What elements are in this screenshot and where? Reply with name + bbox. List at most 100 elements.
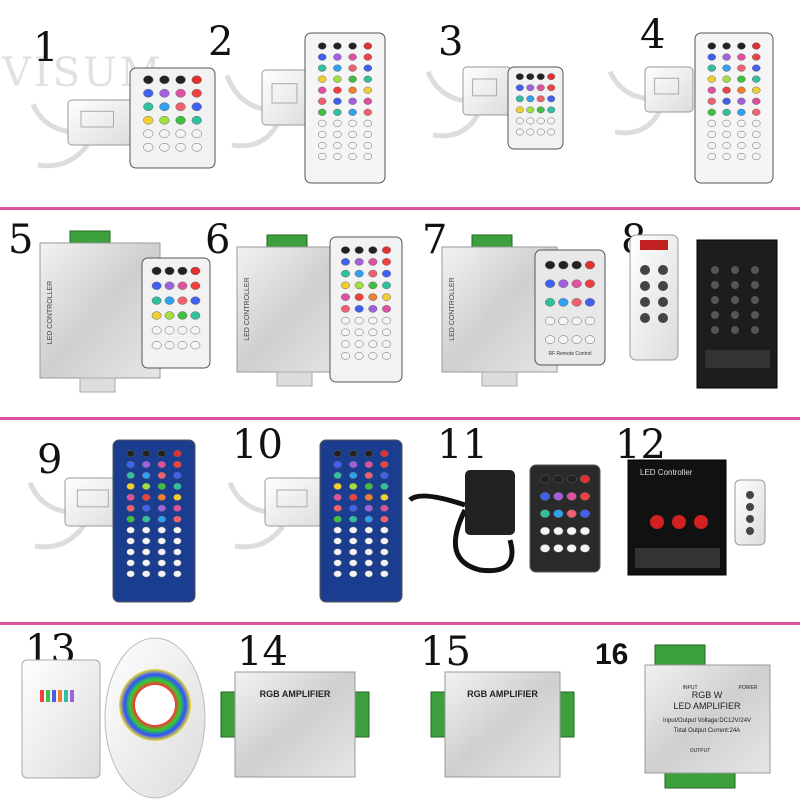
remote-key bbox=[157, 559, 166, 567]
remote-key bbox=[341, 316, 350, 325]
remote-key bbox=[707, 141, 716, 149]
remote-key bbox=[349, 450, 358, 458]
remote-body bbox=[329, 236, 403, 383]
remote-key bbox=[540, 474, 551, 484]
remote-key bbox=[380, 515, 389, 523]
remote-key bbox=[333, 75, 342, 83]
remote-key bbox=[333, 86, 342, 94]
remote-key bbox=[545, 316, 556, 326]
remote-key bbox=[382, 246, 391, 254]
remote-key bbox=[553, 509, 564, 518]
remote-key bbox=[348, 53, 357, 61]
remote-key bbox=[363, 42, 373, 50]
remote-key bbox=[363, 119, 373, 127]
remote-key bbox=[142, 471, 151, 479]
controller-key bbox=[731, 326, 739, 334]
rf-remote bbox=[534, 249, 606, 366]
product-label: RF Remote Control bbox=[548, 351, 591, 357]
remote-key bbox=[333, 526, 342, 534]
remote-key bbox=[143, 142, 154, 152]
terminal-block bbox=[635, 548, 720, 568]
product-label: INPUT bbox=[683, 685, 698, 691]
controller-sticker bbox=[80, 110, 114, 128]
remote-key bbox=[380, 559, 389, 567]
remote-body bbox=[129, 67, 216, 169]
remote-key bbox=[142, 450, 151, 458]
remote-key bbox=[143, 88, 154, 98]
remote-key bbox=[722, 119, 731, 127]
remote-key bbox=[143, 102, 154, 112]
remote-key bbox=[364, 450, 373, 458]
remote-key bbox=[175, 88, 186, 98]
controller-key bbox=[751, 311, 759, 319]
remote-key bbox=[526, 106, 535, 114]
remote-key bbox=[363, 108, 373, 116]
status-led bbox=[46, 690, 50, 702]
remote-key bbox=[515, 128, 524, 136]
remote-key bbox=[354, 246, 364, 254]
controller-wire bbox=[231, 123, 280, 149]
remote-key bbox=[157, 471, 166, 479]
remote-key bbox=[177, 341, 188, 350]
remote-key bbox=[579, 492, 590, 501]
remote-key bbox=[584, 335, 595, 344]
item-number: 10 bbox=[232, 422, 283, 468]
remote-key bbox=[157, 537, 166, 545]
product-label: LED AMPLIFIER bbox=[673, 701, 741, 711]
remote-key bbox=[142, 515, 151, 523]
remote-key bbox=[584, 298, 595, 307]
remote-key bbox=[349, 526, 358, 534]
remote-key bbox=[707, 97, 716, 105]
remote-key bbox=[317, 86, 327, 94]
remote-key bbox=[380, 548, 389, 556]
remote-key bbox=[173, 526, 182, 534]
remote-key bbox=[173, 504, 182, 512]
status-led bbox=[40, 690, 44, 702]
remote-key bbox=[333, 471, 342, 479]
remote-key bbox=[368, 340, 378, 348]
remote-key bbox=[164, 281, 175, 290]
controller-wire bbox=[234, 524, 286, 550]
remote-key bbox=[349, 504, 358, 512]
controller-wire bbox=[224, 74, 263, 111]
remote-key bbox=[579, 509, 590, 518]
remote-key bbox=[363, 86, 373, 94]
remote-key bbox=[157, 526, 166, 534]
remote-key bbox=[558, 335, 569, 344]
remote-key bbox=[722, 152, 731, 161]
controller-wire bbox=[227, 481, 266, 515]
remote-key bbox=[752, 97, 761, 105]
remote-key bbox=[173, 537, 182, 545]
remote-key bbox=[363, 141, 373, 149]
remote-body bbox=[694, 32, 774, 184]
remote-key bbox=[380, 460, 389, 469]
remote-key bbox=[515, 95, 524, 103]
remote-key bbox=[380, 526, 389, 534]
remote-key bbox=[348, 108, 357, 116]
remote-key bbox=[553, 526, 564, 536]
remote-key bbox=[752, 152, 761, 161]
remote-key bbox=[368, 316, 378, 325]
remote-key bbox=[558, 316, 569, 326]
remote-key bbox=[126, 537, 135, 545]
remote-key bbox=[640, 313, 650, 323]
remote-key bbox=[640, 265, 650, 275]
remote-key bbox=[157, 493, 166, 501]
remote-key bbox=[157, 450, 166, 458]
remote-key bbox=[752, 75, 761, 83]
remote-key bbox=[746, 491, 754, 499]
product-label: LED CONTROLLER bbox=[449, 277, 456, 340]
remote-key bbox=[333, 130, 342, 138]
controller-wire bbox=[34, 524, 86, 550]
ir-controller bbox=[227, 477, 326, 550]
remote-key bbox=[126, 460, 135, 469]
remote-key bbox=[658, 313, 668, 323]
item-number: 3 bbox=[438, 19, 464, 65]
remote-key bbox=[722, 64, 731, 72]
remote-key bbox=[354, 281, 364, 290]
remote-key bbox=[364, 515, 373, 523]
remote-key bbox=[722, 97, 731, 105]
remote-key bbox=[349, 559, 358, 567]
remote-key bbox=[536, 117, 545, 125]
